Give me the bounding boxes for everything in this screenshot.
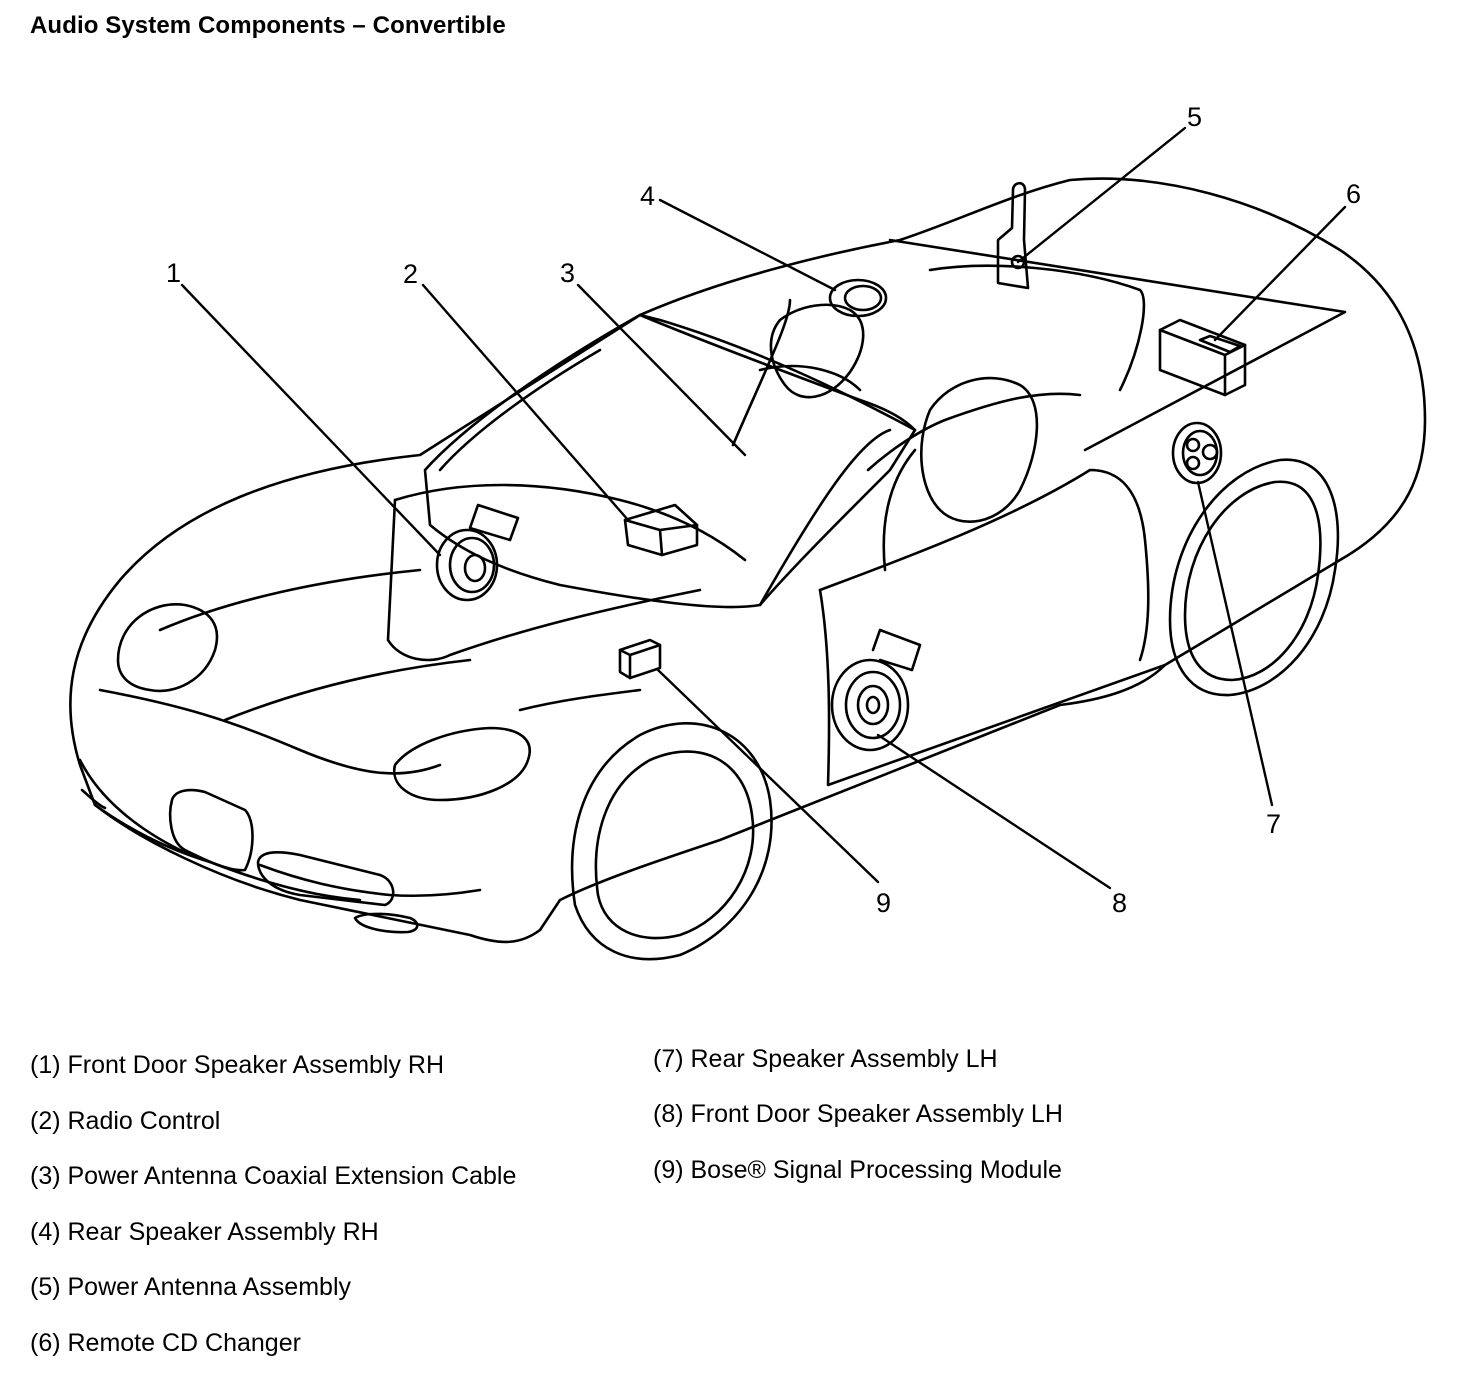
legend-item-3: (3) Power Antenna Coaxial Extension Cabl… [30,1162,517,1190]
diagram-title: Audio System Components – Convertible [30,12,506,39]
leader-lines [180,126,1347,890]
leader-line-9 [656,668,880,884]
callout-9: 9 [876,888,891,918]
rear-speaker-lh [1171,421,1223,485]
power-antenna [996,181,1030,290]
callout-4: 4 [640,181,655,211]
front-door-speaker-rh [435,503,520,602]
callout-5: 5 [1187,102,1202,132]
leader-line-8 [876,733,1112,890]
car-body [69,177,1427,944]
cockpit [386,238,1347,662]
leader-line-6 [1213,205,1347,342]
rear-speaker-rh [828,278,888,318]
callout-8: 8 [1112,888,1127,918]
callout-numbers: 1 2 3 4 5 6 7 8 9 [166,102,1361,918]
legend-item-8: (8) Front Door Speaker Assembly LH [653,1100,1063,1128]
legend-item-7: (7) Rear Speaker Assembly LH [653,1045,998,1073]
wheels [570,458,1340,961]
legend-item-5: (5) Power Antenna Assembly [30,1273,351,1301]
bose-signal-processing-module [618,638,662,680]
callout-6: 6 [1346,179,1361,209]
leader-line-1 [180,283,442,557]
leader-line-4 [658,198,837,292]
leader-line-3 [576,283,747,457]
front-lights [80,603,531,934]
legend-item-4: (4) Rear Speaker Assembly RH [30,1218,379,1246]
callout-1: 1 [166,258,181,288]
front-door-speaker-lh [830,628,922,752]
legend-item-9: (9) Bose® Signal Processing Module [653,1156,1062,1184]
side-panels [518,468,1167,787]
leader-line-7 [1196,480,1274,807]
callout-2: 2 [403,259,418,289]
callout-7: 7 [1266,809,1281,839]
leader-line-5 [1016,126,1187,264]
legend-item-1: (1) Front Door Speaker Assembly RH [30,1051,445,1079]
leader-line-2 [421,283,630,522]
legend-item-2: (2) Radio Control [30,1107,221,1135]
callout-3: 3 [560,258,575,288]
legend-item-6: (6) Remote CD Changer [30,1329,301,1357]
radio-control [623,503,699,557]
remote-cd-changer [1158,318,1247,397]
car-diagram: 1 2 3 4 5 6 7 8 9 [69,102,1427,961]
